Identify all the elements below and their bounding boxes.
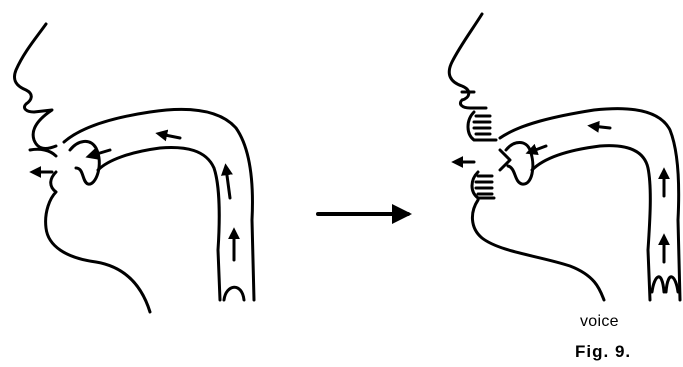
right-vocal-tract (500, 109, 680, 300)
airflow-arrow-icon (226, 168, 230, 198)
figure-caption: Fig. 9. (575, 342, 631, 362)
airflow-arrow-icon (530, 146, 546, 152)
airflow-arrow-icon (592, 126, 610, 128)
left-vocal-tract (64, 109, 254, 300)
right-head-profile (449, 14, 604, 300)
voice-label: voice (580, 313, 619, 331)
left-head-profile (14, 24, 150, 312)
airflow-arrow-icon (160, 134, 180, 138)
